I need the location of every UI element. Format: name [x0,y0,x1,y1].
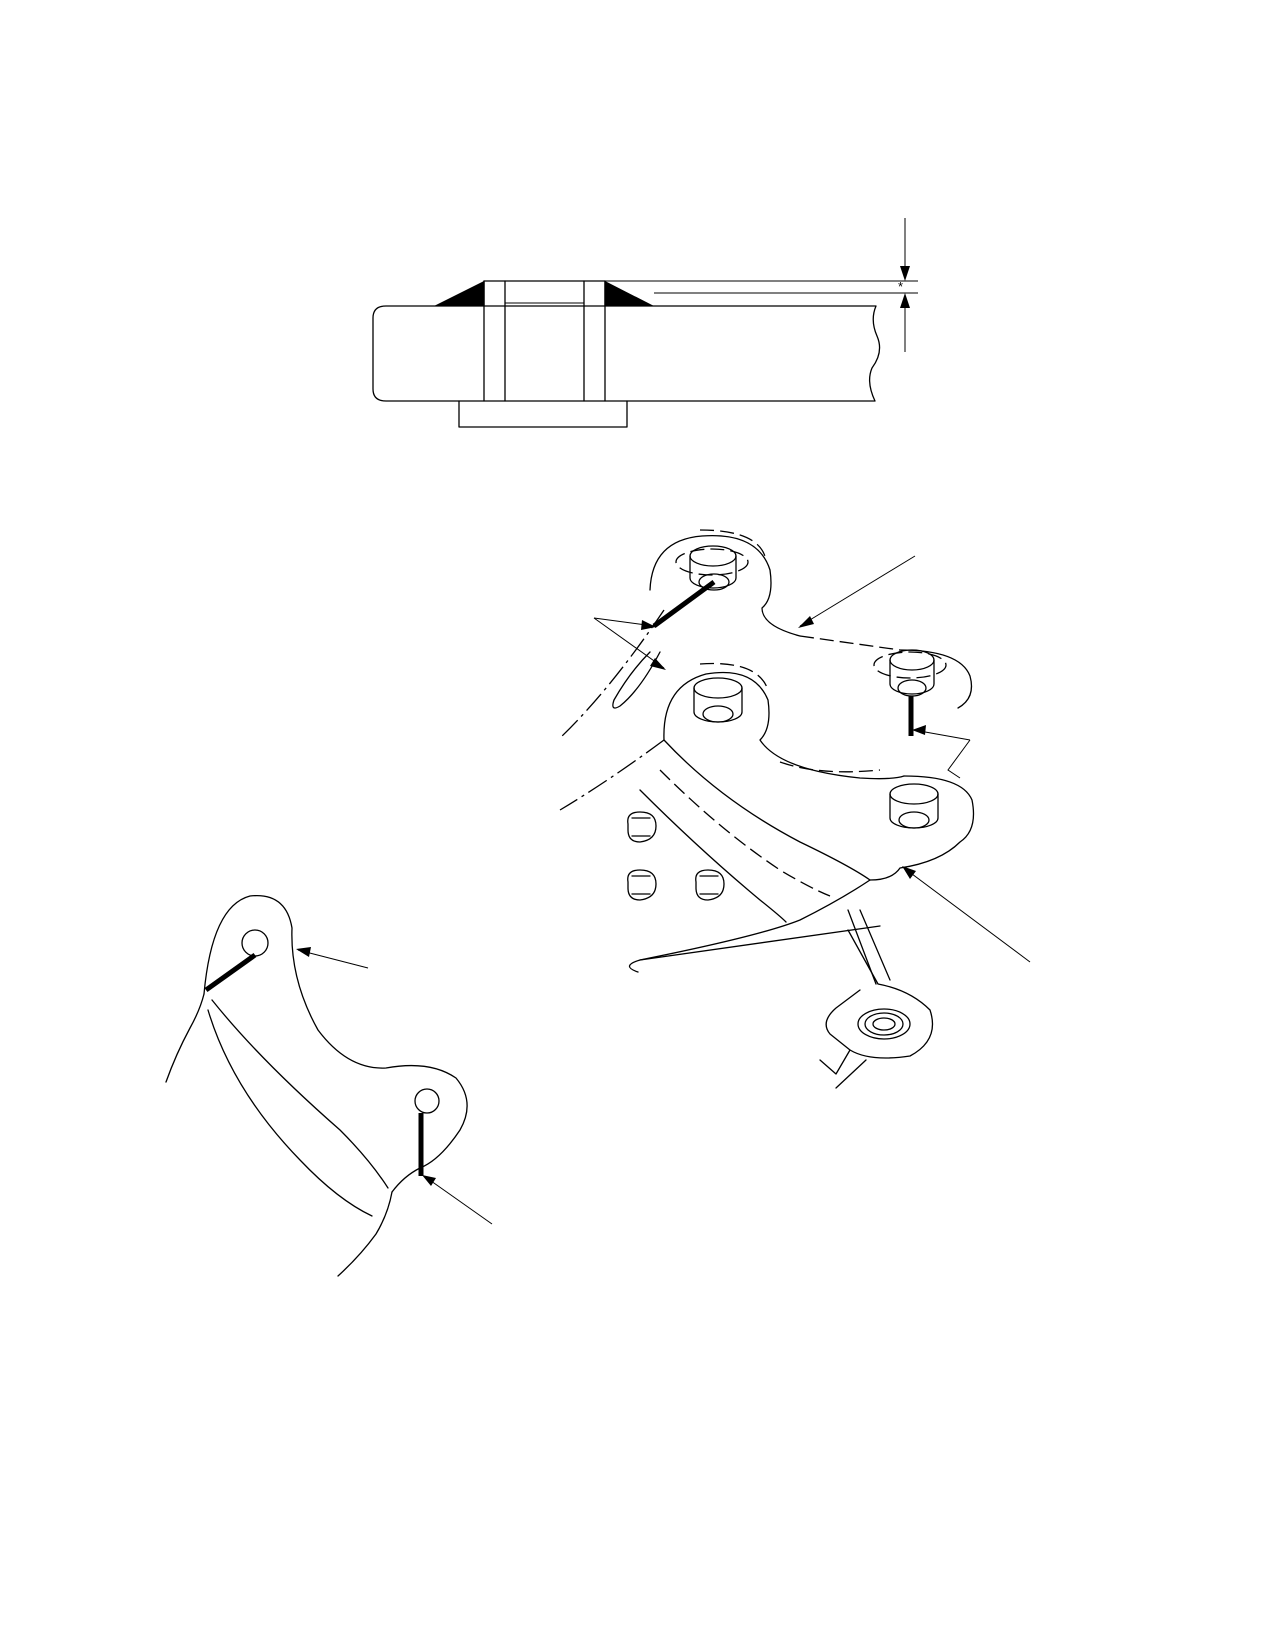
upper-left-bushing-top [689,545,737,567]
leader-weld-right [947,739,971,779]
arrow-icon [902,866,916,879]
lower-arm-outline [663,671,905,780]
bracket-hole-upper [241,929,269,957]
arrow-icon [798,616,814,628]
clearance-mark: * [898,279,903,294]
upper-left-bushing [689,555,737,589]
upper-right-boss-hidden [873,651,947,679]
weld-bead-upper-left [652,579,716,629]
lower-arm-hidden-web [779,761,881,773]
upper-arm-top-hidden [699,529,767,561]
arrow-icon [912,725,926,735]
mount-bushing-bore [872,1017,896,1031]
arrow-icon [650,658,666,670]
bracket-lower-edge [337,1191,393,1277]
bracket-left-edge [165,993,205,1083]
arrow-icon [422,1175,436,1186]
lower-left-bore [702,705,734,723]
mount-foot [825,929,934,1059]
lower-arm-end [869,775,975,881]
leader-bracket-weld [423,1175,493,1225]
lower-right-bushing-top [889,783,939,805]
frame-line-2 [559,739,665,811]
arrow-up-icon [900,293,910,308]
upper-arm-hidden [799,635,901,651]
upper-left-boss-hidden [675,548,749,576]
mount-break-line [835,1059,867,1089]
upper-arm-end [899,649,973,709]
bracket-weld-upper [204,952,257,993]
frame-line-1 [559,609,665,739]
fillet-weld-right [605,281,654,306]
leader-weld-2 [593,617,665,669]
upper-left-bore [698,573,730,591]
fillet-weld-left [434,281,484,306]
upper-arm-outline [649,534,801,637]
upper-right-bushing-top [889,649,935,671]
bottom-boss [458,400,628,428]
lower-right-bushing [889,793,939,829]
section-view: * [372,218,918,428]
frame-curve-1 [663,739,871,881]
arrow-icon [641,620,656,630]
frame-bottom-line [639,925,881,961]
bracket-inner-curve [211,999,389,1189]
arrow-icon [296,947,311,957]
lower-arm-hidden-top [699,662,769,691]
mount-bushing-outer [857,1008,911,1040]
isometric-bracket-assembly [559,529,1031,1089]
bracket-outline [203,894,468,1193]
section-plate [372,305,881,402]
frame-lower-edge [628,879,871,973]
arrow-down-icon [900,266,910,281]
frame-slot [612,651,661,709]
bushing-top [483,280,606,307]
bolt-1 [627,811,657,843]
frame-curve-2 [659,769,831,897]
bracket-hole-lower [414,1088,440,1114]
lower-left-bushing-top [693,677,743,699]
bolt-group [627,811,725,901]
lower-left-bushing [693,687,743,723]
upper-right-bushing [889,659,935,695]
leader-upper-arm [799,555,916,627]
bolt-3 [695,869,725,901]
mount-bushing-mid [864,1012,904,1036]
mount-leg [819,1049,851,1075]
leader-lower-arm [903,867,1031,963]
bracket-inner-curve-2 [207,1009,373,1217]
frame-curve-3 [639,789,787,923]
mount-web [847,909,891,985]
single-bracket-view [165,894,493,1277]
lower-right-bore [898,811,930,829]
bolt-2 [627,869,657,901]
